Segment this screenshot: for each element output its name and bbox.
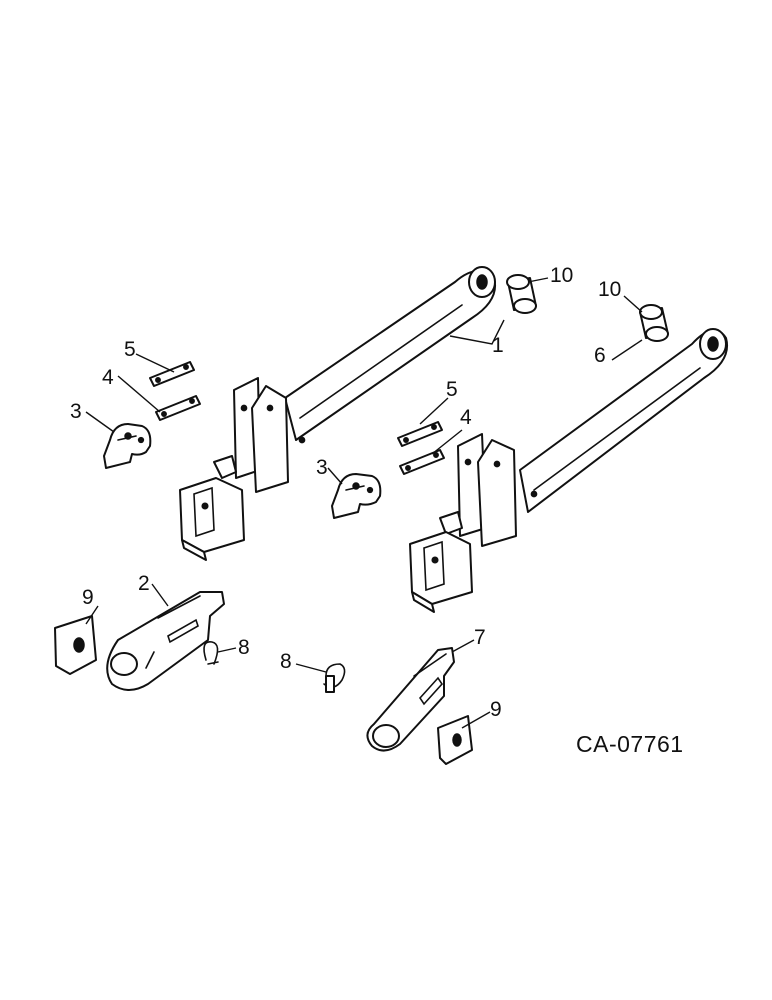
callout-5-left: 5 — [124, 338, 136, 361]
callout-7: 7 — [474, 626, 486, 649]
pin-8-right — [323, 663, 346, 693]
lower-link-left — [179, 266, 496, 561]
lower-link-right — [409, 328, 728, 613]
plate-5-right — [397, 421, 443, 447]
plate-5-left — [149, 361, 195, 387]
clip-9-left — [54, 615, 97, 675]
pin-8-left — [203, 641, 219, 665]
latch-left — [103, 423, 152, 469]
callout-8-left: 8 — [238, 636, 250, 659]
callout-4-left: 4 — [102, 366, 114, 389]
plate-4-left — [155, 395, 201, 421]
callout-4-right: 4 — [460, 406, 472, 429]
callout-10-left: 10 — [550, 264, 573, 287]
callout-10-right: 10 — [598, 278, 621, 301]
callout-3-right: 3 — [316, 456, 328, 479]
leader-lines — [85, 277, 643, 729]
callout-9-right: 9 — [490, 698, 502, 721]
callout-6: 6 — [594, 344, 606, 367]
callout-1: 1 — [492, 334, 504, 357]
latch-right — [331, 473, 382, 519]
callout-2: 2 — [138, 572, 150, 595]
callout-9-left: 9 — [82, 586, 94, 609]
plate-4-right — [399, 449, 445, 475]
callout-labels: 1 2 3 3 4 4 5 5 6 7 8 8 9 9 10 10 — [70, 264, 621, 721]
drawing-id: CA-07761 — [576, 731, 684, 757]
callout-5-right: 5 — [446, 378, 458, 401]
link-end-2 — [106, 591, 225, 691]
bushing-left — [506, 274, 537, 314]
bushing-right — [639, 304, 669, 342]
clip-9-right — [437, 715, 473, 765]
callout-3-left: 3 — [70, 400, 82, 423]
callout-8-right: 8 — [280, 650, 292, 673]
link-end-7 — [366, 647, 455, 752]
